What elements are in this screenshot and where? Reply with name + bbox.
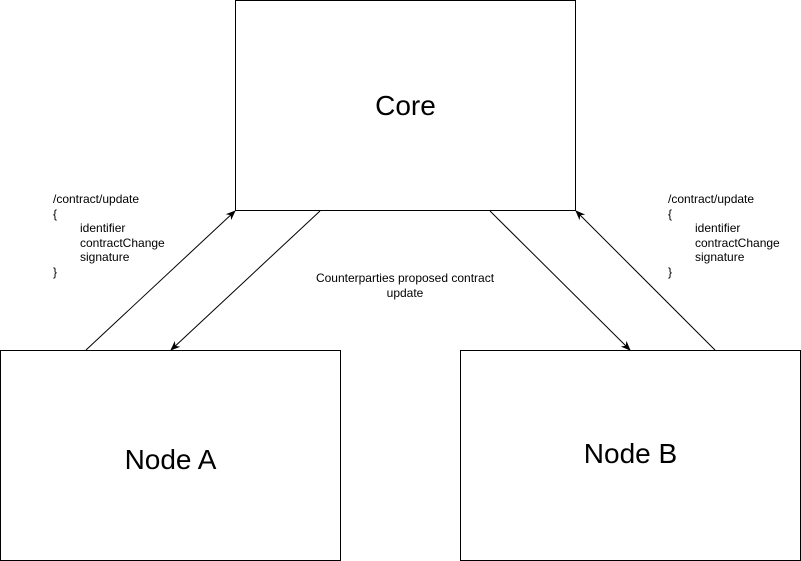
center-annotation: Counterparties proposed contract update	[315, 271, 495, 300]
core-label: Core	[375, 89, 436, 121]
node-a: Node A	[0, 350, 341, 561]
payload-close-brace: }	[668, 264, 673, 279]
payload-field: identifier	[695, 221, 741, 235]
payload-field: identifier	[80, 221, 126, 235]
arrow-core-to-node-a	[170, 210, 321, 351]
node-b: Node B	[460, 350, 801, 561]
payload-endpoint: /contract/update	[668, 192, 755, 206]
arrow-core-to-node-b	[489, 210, 631, 351]
node-a-label: Node A	[124, 443, 217, 475]
payload-open-brace: {	[668, 206, 673, 221]
node-b-label: Node B	[583, 437, 678, 469]
payload-left: /contract/update { identifier contractCh…	[53, 192, 165, 279]
core-node: Core	[235, 0, 576, 211]
payload-field: signature	[695, 250, 745, 264]
payload-right: /contract/update { identifier contractCh…	[668, 192, 780, 279]
payload-endpoint: /contract/update	[53, 192, 140, 206]
payload-field: signature	[80, 250, 130, 264]
payload-field: contractChange	[80, 235, 165, 250]
payload-field: contractChange	[695, 235, 780, 250]
payload-close-brace: }	[53, 264, 58, 279]
payload-open-brace: {	[53, 206, 58, 221]
